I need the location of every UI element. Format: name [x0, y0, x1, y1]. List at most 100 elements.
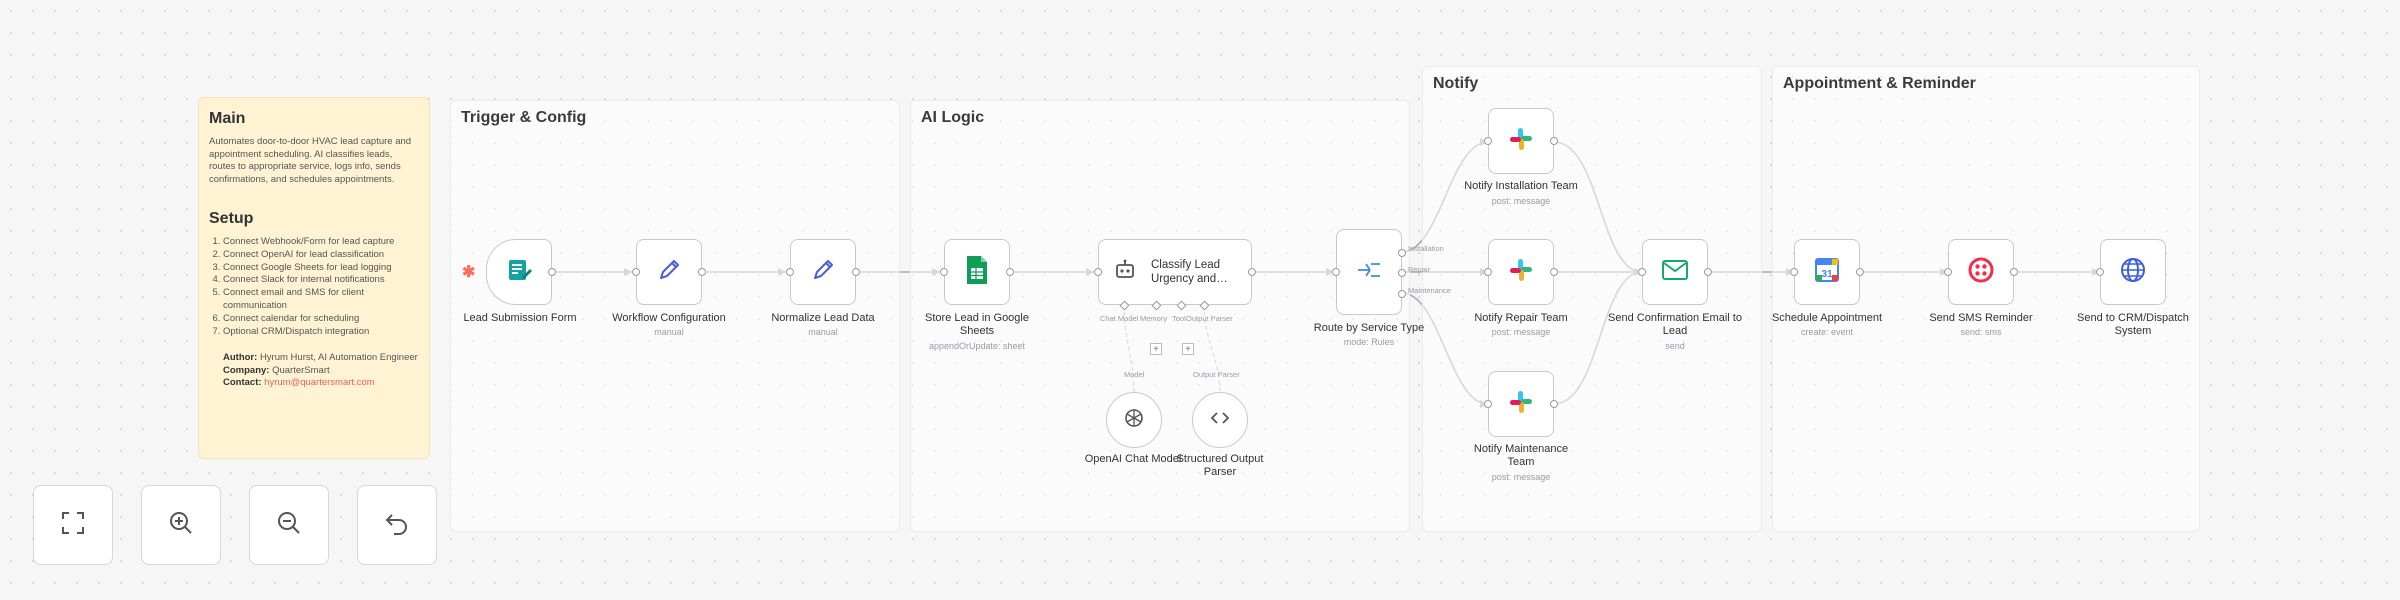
node-send-to-crm-dispatch[interactable] — [2096, 239, 2166, 305]
zoom-in-icon — [166, 508, 196, 543]
input-handle[interactable] — [1332, 268, 1340, 276]
slack-icon — [1508, 126, 1534, 157]
main-note-description: Automates door-to-door HVAC lead capture… — [209, 136, 412, 185]
output-handle[interactable] — [1550, 268, 1558, 276]
fit-view-icon — [58, 508, 88, 543]
node-route-by-service-type[interactable] — [1332, 229, 1406, 315]
input-handle[interactable] — [786, 268, 794, 276]
output-handle[interactable] — [1550, 137, 1558, 145]
output-handle[interactable] — [1398, 269, 1406, 277]
pencil-icon — [655, 256, 683, 289]
company-label: Company: — [223, 364, 270, 376]
output-handle[interactable] — [2010, 268, 2018, 276]
node-subtitle: manual — [808, 327, 838, 337]
node-subtitle: send — [1665, 341, 1685, 351]
author-value: Hyrum Hurst, AI Automation Engineer — [259, 352, 418, 364]
node-lead-submission-form[interactable] — [486, 239, 556, 305]
group-ai-logic[interactable]: AI Logic — [910, 100, 1410, 532]
output-handle[interactable] — [1248, 268, 1256, 276]
node-workflow-configuration[interactable] — [632, 239, 706, 305]
switch-icon — [1355, 258, 1383, 287]
group-title: Trigger & Config — [461, 109, 587, 126]
group-title: Notify — [1433, 75, 1479, 92]
email-icon — [1661, 259, 1689, 286]
setup-step: Connect Slack for internal notifications — [223, 274, 419, 287]
output-handle[interactable] — [1704, 268, 1712, 276]
group-title: AI Logic — [921, 109, 985, 126]
input-handle[interactable] — [1484, 137, 1492, 145]
reset-zoom-button[interactable] — [357, 485, 437, 565]
main-sticky-note[interactable]: Main Automates door-to-door HVAC lead ca… — [198, 97, 430, 459]
zoom-in-button[interactable] — [141, 485, 221, 565]
author-info: Author: Hyrum Hurst, AI Automation Engin… — [209, 352, 419, 390]
node-label: Classify Lead Urgency and… — [1151, 259, 1228, 285]
node-notify-installation-team[interactable] — [1484, 108, 1558, 174]
port-label: Tool — [1172, 314, 1186, 323]
output-handle[interactable] — [852, 268, 860, 276]
input-handle[interactable] — [632, 268, 640, 276]
output-handle[interactable] — [1006, 268, 1014, 276]
node-openai-chat-model[interactable] — [1106, 392, 1162, 448]
node-normalize-lead-data[interactable] — [786, 239, 860, 305]
input-handle[interactable] — [1638, 268, 1646, 276]
svg-text:31: 31 — [1821, 269, 1833, 280]
node-classify-lead-urgency[interactable]: Classify Lead Urgency and… — [1094, 239, 1256, 305]
node-label: Send SMS Reminder — [1929, 312, 2033, 324]
robot-icon — [1113, 258, 1137, 287]
node-subtitle: appendOrUpdate: sheet — [928, 341, 1026, 351]
input-handle[interactable] — [1094, 268, 1102, 276]
reset-zoom-icon — [382, 508, 412, 543]
setup-step: Optional CRM/Dispatch integration — [223, 326, 419, 339]
node-structured-output-parser[interactable] — [1192, 392, 1248, 448]
output-handle[interactable] — [548, 268, 556, 276]
node-send-confirmation-email[interactable] — [1638, 239, 1712, 305]
contact-email-link[interactable]: hyrum@quartersmart.com — [264, 377, 375, 389]
node-label: Normalize Lead Data — [771, 312, 875, 324]
output-handle[interactable] — [1398, 290, 1406, 298]
google-calendar-icon: 31 — [1813, 256, 1841, 289]
input-handle[interactable] — [940, 268, 948, 276]
input-handle[interactable] — [1484, 400, 1492, 408]
input-handle[interactable] — [1790, 268, 1798, 276]
main-note-title: Main — [209, 110, 246, 127]
add-tool-button[interactable]: + — [1182, 343, 1194, 355]
setup-step: Connect calendar for scheduling — [223, 313, 419, 326]
output-handle[interactable] — [698, 268, 706, 276]
zoom-out-icon — [274, 508, 304, 543]
zoom-out-button[interactable] — [249, 485, 329, 565]
output-handle[interactable] — [1856, 268, 1864, 276]
setup-step: Connect Webhook/Form for lead capture — [223, 236, 419, 249]
node-label: Notify Maintenance Team — [1473, 443, 1569, 468]
node-notify-maintenance-team[interactable] — [1484, 371, 1558, 437]
node-label: Send to CRM/Dispatch System — [2077, 312, 2189, 337]
openai-icon — [1123, 407, 1145, 434]
output-label: Maintenance — [1408, 286, 1451, 295]
slack-icon — [1508, 389, 1534, 420]
node-label: Structured Output Parser — [1176, 453, 1264, 478]
setup-step: Connect email and SMS for client communi… — [223, 287, 419, 313]
output-handle[interactable] — [1398, 249, 1406, 257]
node-notify-repair-team[interactable] — [1484, 239, 1558, 305]
node-label: Send Confirmation Email to Lead — [1608, 312, 1742, 337]
node-label: Notify Repair Team — [1474, 312, 1568, 324]
twilio-icon — [1967, 256, 1995, 289]
node-schedule-appointment[interactable]: 31 — [1790, 239, 1864, 305]
node-label: Notify Installation Team — [1464, 180, 1578, 192]
output-label: Installation — [1408, 244, 1444, 253]
node-send-sms-reminder[interactable] — [1944, 239, 2018, 305]
output-label: Repair — [1408, 265, 1431, 274]
globe-icon — [2119, 256, 2147, 289]
group-trigger-config[interactable]: Trigger & Config — [450, 100, 900, 532]
setup-step: Connect Google Sheets for lead logging — [223, 262, 419, 275]
fit-view-button[interactable] — [33, 485, 113, 565]
output-handle[interactable] — [1550, 400, 1558, 408]
input-handle[interactable] — [1484, 268, 1492, 276]
google-sheets-icon — [964, 255, 990, 290]
node-store-lead-google-sheets[interactable] — [940, 239, 1014, 305]
input-handle[interactable] — [1944, 268, 1952, 276]
node-label: Workflow Configuration — [612, 312, 726, 324]
add-memory-button[interactable]: + — [1150, 343, 1162, 355]
node-subtitle: post: message — [1491, 196, 1551, 206]
input-handle[interactable] — [2096, 268, 2104, 276]
node-subtitle: send: sms — [1960, 327, 2002, 337]
